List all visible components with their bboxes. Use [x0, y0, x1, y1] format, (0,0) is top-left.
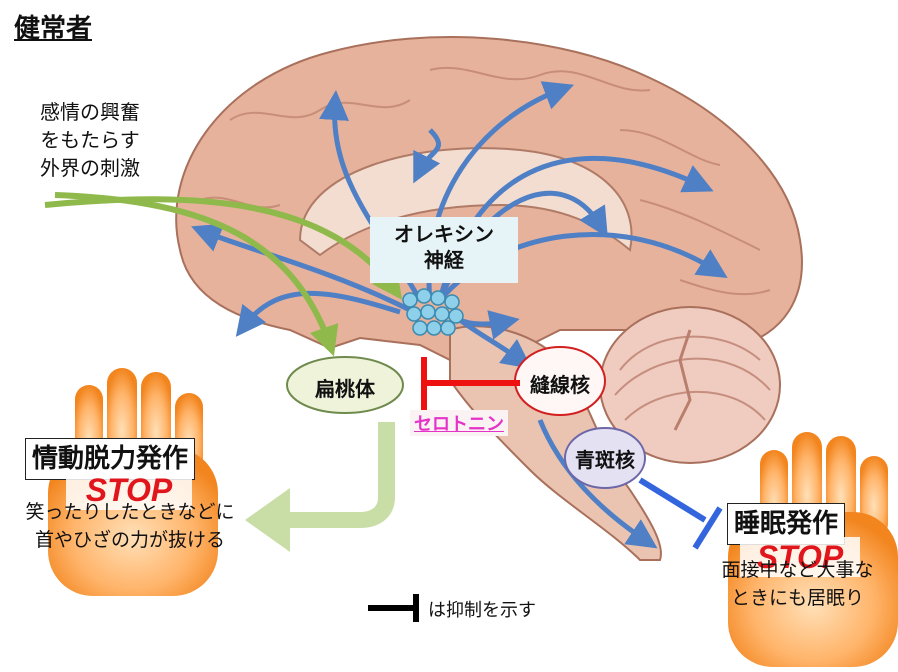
amygdala-label: 扁桃体	[315, 377, 375, 401]
stimulus-arrows	[44, 192, 403, 357]
stimulus-label: 感情の興奮 をもたらす 外界の刺激	[40, 100, 140, 180]
output-arrow	[245, 422, 395, 552]
raphe-label: 縫線核	[530, 373, 590, 397]
amygdala-ellipse	[286, 356, 404, 414]
sleep-attack-desc: 面接中など大事な ときにも居眠り	[721, 559, 874, 609]
orexin-label: オレキシン 神経	[370, 217, 518, 283]
legend-inhibition-symbol	[368, 594, 419, 622]
orexin-cell-cluster	[402, 288, 464, 336]
locus-coeruleus-label: 青斑核	[575, 448, 635, 472]
cataplexy-stop: STOP	[66, 470, 192, 510]
corpus-callosum	[298, 147, 633, 257]
serotonin-label: セロトニン	[410, 410, 508, 436]
cataplexy-desc: 笑ったりしたときなどに 首やひざの力が抜ける	[25, 501, 235, 551]
sleep-attack-stop: STOP	[740, 537, 860, 577]
serotonin-inhibition	[421, 357, 520, 410]
page-title: 健常者	[14, 14, 93, 44]
locus-inhibition	[638, 477, 723, 550]
legend-text: は抑制を示す	[428, 600, 536, 621]
locus-coeruleus-ellipse	[564, 427, 646, 489]
cataplexy-title: 情動脱力発作	[25, 438, 196, 480]
